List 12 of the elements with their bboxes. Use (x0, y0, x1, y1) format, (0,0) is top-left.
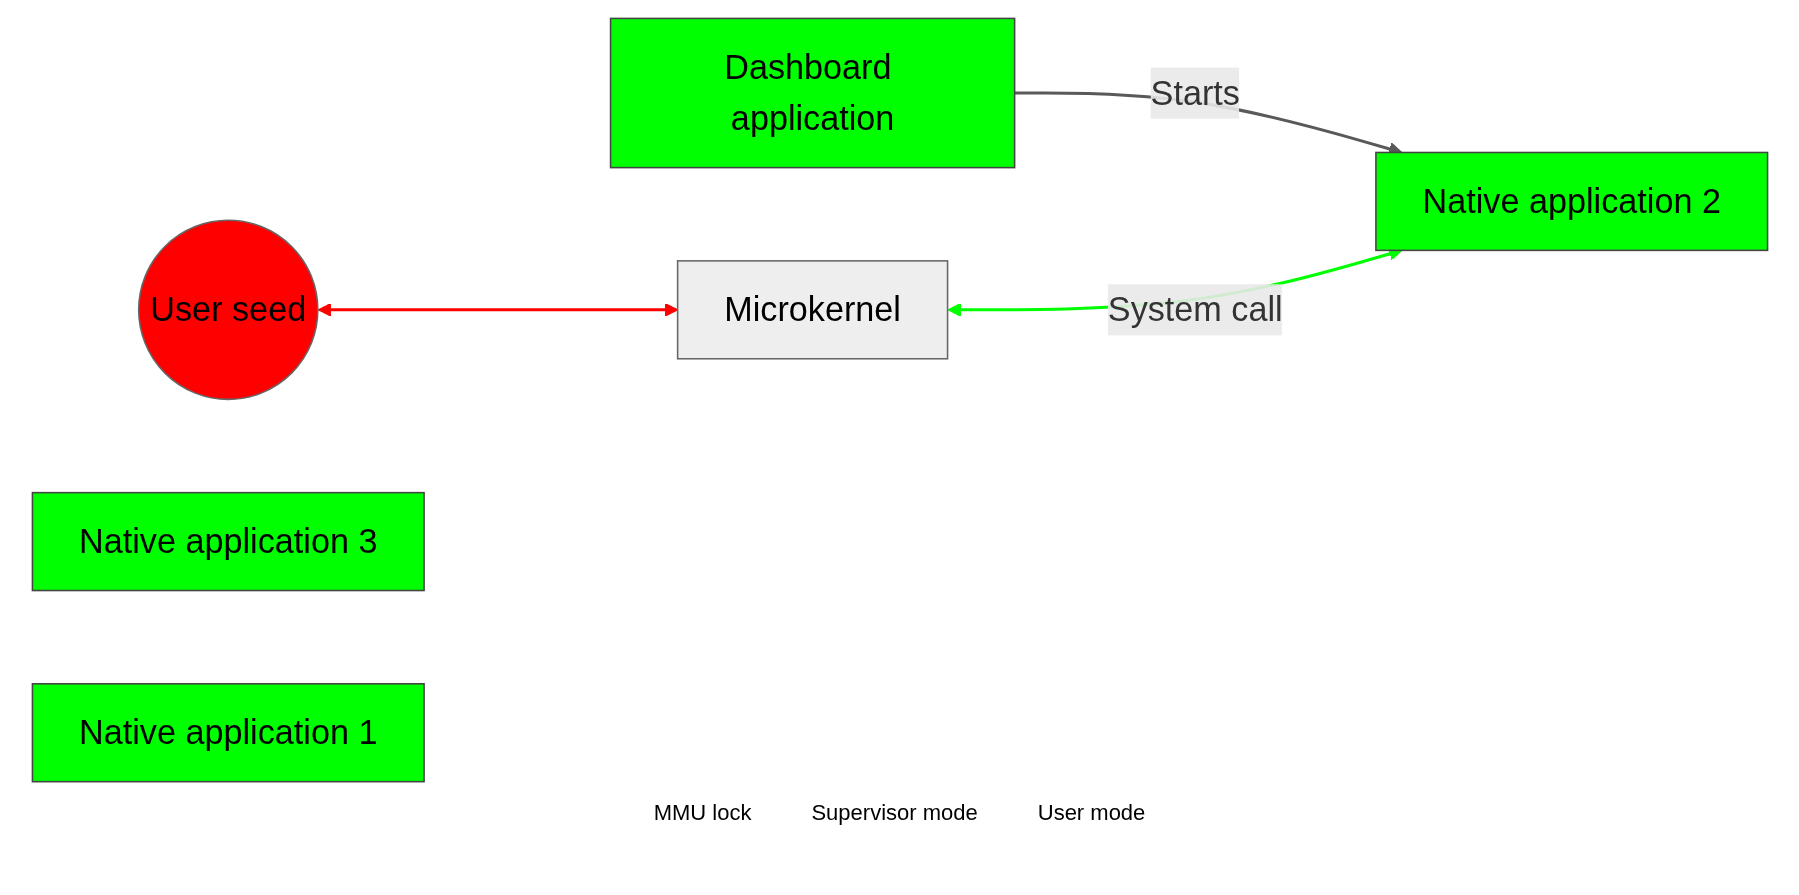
node-box: Microkernel (676, 260, 948, 360)
node-box: Native application 2 (1374, 151, 1768, 252)
edge-label: System call (1107, 290, 1283, 330)
mode-label: Supervisor mode (811, 800, 978, 826)
node-box: Dashboard application (609, 17, 1015, 169)
node-circle: User seed (137, 219, 319, 401)
node-box: Native application 3 (31, 491, 425, 592)
arrow (317, 302, 678, 317)
mode-label: User mode (1037, 800, 1146, 826)
mode-label: MMU lock (653, 800, 752, 826)
node-box: Native application 1 (31, 682, 425, 783)
edge-label: Starts (1150, 73, 1240, 113)
